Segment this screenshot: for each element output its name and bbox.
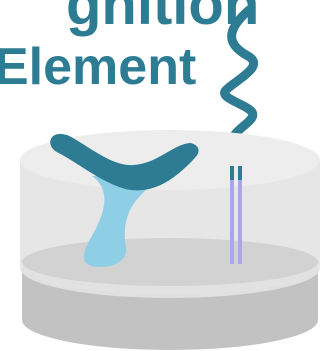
heading-line-2: Element xyxy=(0,38,196,96)
